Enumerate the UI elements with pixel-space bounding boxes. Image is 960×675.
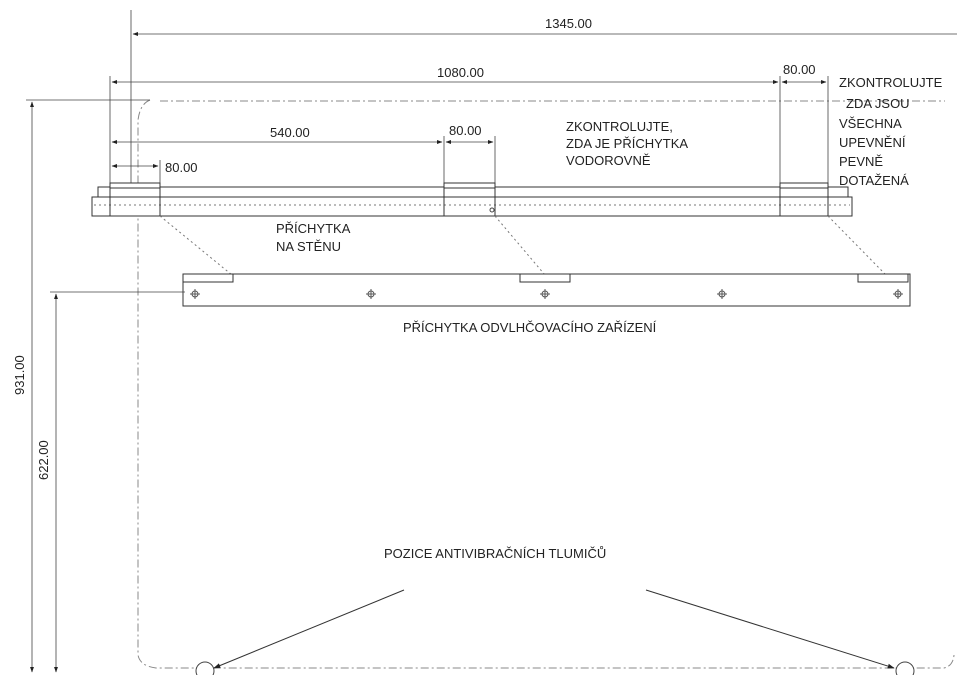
dimension-pad-left-text: 80.00 <box>165 160 198 175</box>
label-wall-bracket: PŘÍCHYTKA NA STĚNU <box>276 221 351 254</box>
dimension-half-span: 540.00 <box>111 125 445 210</box>
dimension-overall-width-text: 1345.00 <box>545 16 592 31</box>
unit-pad-right <box>857 273 909 283</box>
unit-pad-middle <box>519 273 571 283</box>
dimension-pad-right-text: 80.00 <box>783 62 816 77</box>
mounting-hole-icon <box>190 289 903 299</box>
pad-middle <box>443 182 496 189</box>
dimension-overall-height: 931.00 <box>12 99 150 673</box>
note-check-level-line1: ZKONTROLUJTE, <box>566 119 673 134</box>
alignment-lines <box>159 215 887 276</box>
dimension-half-span-text: 540.00 <box>270 125 310 140</box>
label-unit-bracket: PŘÍCHYTKA ODVLHČOVACÍHO ZAŘÍZENÍ <box>403 320 657 335</box>
dimension-bracket-height: 622.00 <box>36 291 185 673</box>
anti-vibration-dampers <box>195 589 915 675</box>
note-check-level-line2: ZDA JE PŘÍCHYTKA <box>566 136 688 151</box>
note-check-tight-line1: ZKONTROLUJTE <box>839 75 943 90</box>
dimension-bracket-height-text: 622.00 <box>36 440 51 480</box>
pad-right <box>779 182 829 189</box>
wall-bracket <box>91 182 853 217</box>
note-check-level-line3: VODOROVNĚ <box>566 153 651 168</box>
label-wall-bracket-line2: NA STĚNU <box>276 239 341 254</box>
damper-left <box>195 661 215 675</box>
unit-pad-left <box>182 273 234 283</box>
note-check-tight: ZKONTROLUJTE ZDA JSOU VŠECHNA UPEVNĚNÍ P… <box>839 75 943 188</box>
note-check-tight-line4: UPEVNĚNÍ <box>839 135 906 150</box>
note-check-level: ZKONTROLUJTE, ZDA JE PŘÍCHYTKA VODOROVNĚ <box>566 119 688 168</box>
note-check-tight-line3: VŠECHNA <box>839 116 902 131</box>
dimension-overall-height-text: 931.00 <box>12 355 27 395</box>
pad-left <box>109 182 161 189</box>
note-check-tight-line6: DOTAŽENÁ <box>839 173 909 188</box>
label-wall-bracket-line1: PŘÍCHYTKA <box>276 221 351 236</box>
machine-outline <box>137 99 955 669</box>
note-check-tight-line5: PEVNĚ <box>839 154 883 169</box>
damper-right <box>895 661 915 675</box>
note-check-tight-line2: ZDA JSOU <box>846 96 910 111</box>
unit-bracket <box>182 273 911 307</box>
label-dampers: POZICE ANTIVIBRAČNÍCH TLUMIČŮ <box>384 546 606 561</box>
dimension-overall-width: 1345.00 <box>130 10 957 210</box>
dimension-pad-middle: 80.00 <box>445 123 496 210</box>
dimension-bracket-span-text: 1080.00 <box>437 65 484 80</box>
dimension-pad-middle-text: 80.00 <box>449 123 482 138</box>
